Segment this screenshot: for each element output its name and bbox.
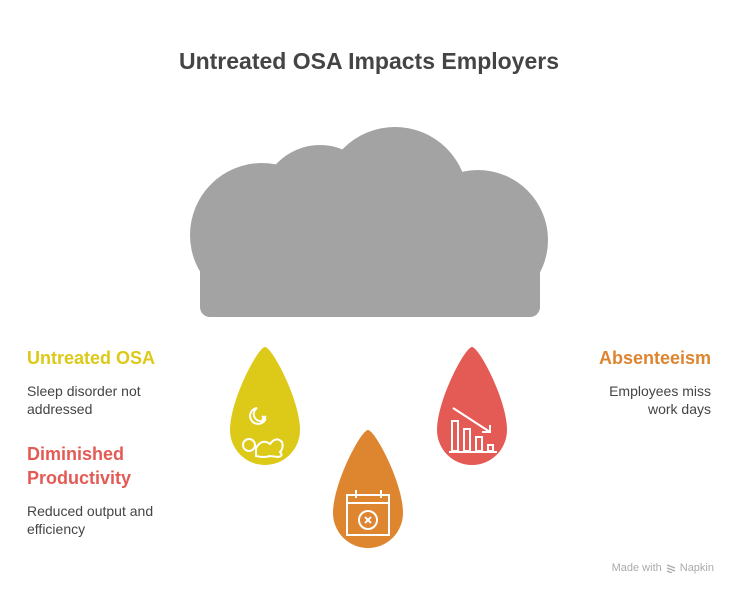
- desc-line: work days: [647, 401, 711, 417]
- desc-line: Sleep disorder not: [27, 383, 141, 399]
- desc-line: addressed: [27, 401, 93, 417]
- napkin-logo-icon: [666, 564, 675, 573]
- drop-untreated-osa: [230, 347, 300, 465]
- drop-absenteeism: [333, 430, 403, 548]
- desc-line: efficiency: [27, 521, 86, 537]
- napkin-brand: Napkin: [679, 562, 714, 574]
- calendar-cancel-icon: [346, 490, 390, 536]
- label-diminished-productivity: Diminished Productivity: [27, 442, 131, 490]
- cloud: [190, 127, 548, 317]
- desc-untreated-osa: Sleep disorder not addressed: [27, 382, 141, 418]
- label-line: Diminished: [27, 444, 125, 464]
- sleep-apnea-icon: [242, 407, 284, 459]
- desc-diminished-productivity: Reduced output and efficiency: [27, 502, 153, 538]
- declining-chart-icon: [449, 407, 497, 453]
- label-absenteeism: Absenteeism: [598, 348, 711, 368]
- made-with-text: Made with: [611, 562, 662, 574]
- desc-line: Employees miss: [609, 383, 711, 399]
- label-line: Productivity: [27, 468, 132, 488]
- drop-diminished-productivity: [437, 347, 507, 465]
- label-untreated-osa: Untreated OSA: [27, 348, 156, 368]
- napkin-watermark: Made with Napkin: [612, 562, 714, 574]
- diagram-title: Untreated OSA Impacts Employers: [178, 48, 560, 74]
- desc-absenteeism: Employees miss work days: [609, 382, 711, 418]
- desc-line: Reduced output and: [27, 503, 154, 519]
